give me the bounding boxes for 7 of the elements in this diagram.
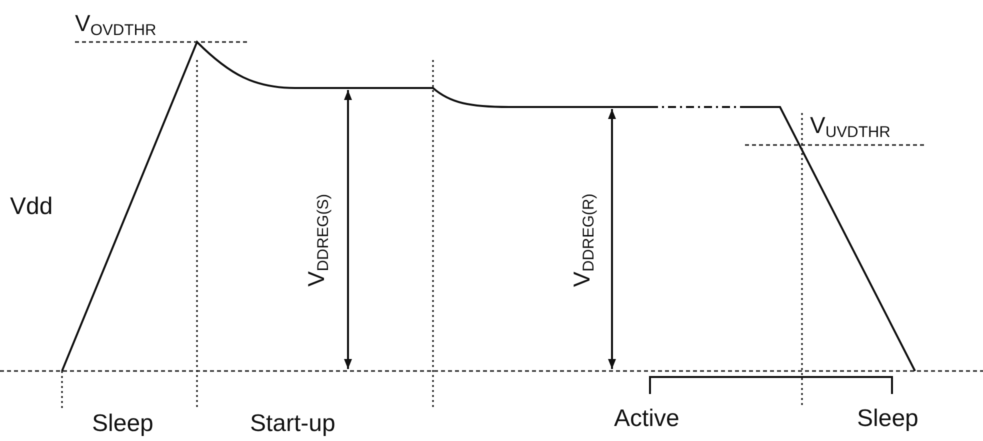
axis-label: Vdd	[10, 195, 53, 219]
phase-label: Active	[614, 407, 680, 431]
phase-label: Start-up	[250, 412, 336, 436]
phase-label: Sleep	[92, 412, 154, 436]
phase-label: Sleep	[857, 407, 918, 431]
threshold-label: V$_{UVDTHR}$	[810, 114, 890, 141]
threshold-label: V$_{OVDTHR}$	[75, 12, 156, 39]
